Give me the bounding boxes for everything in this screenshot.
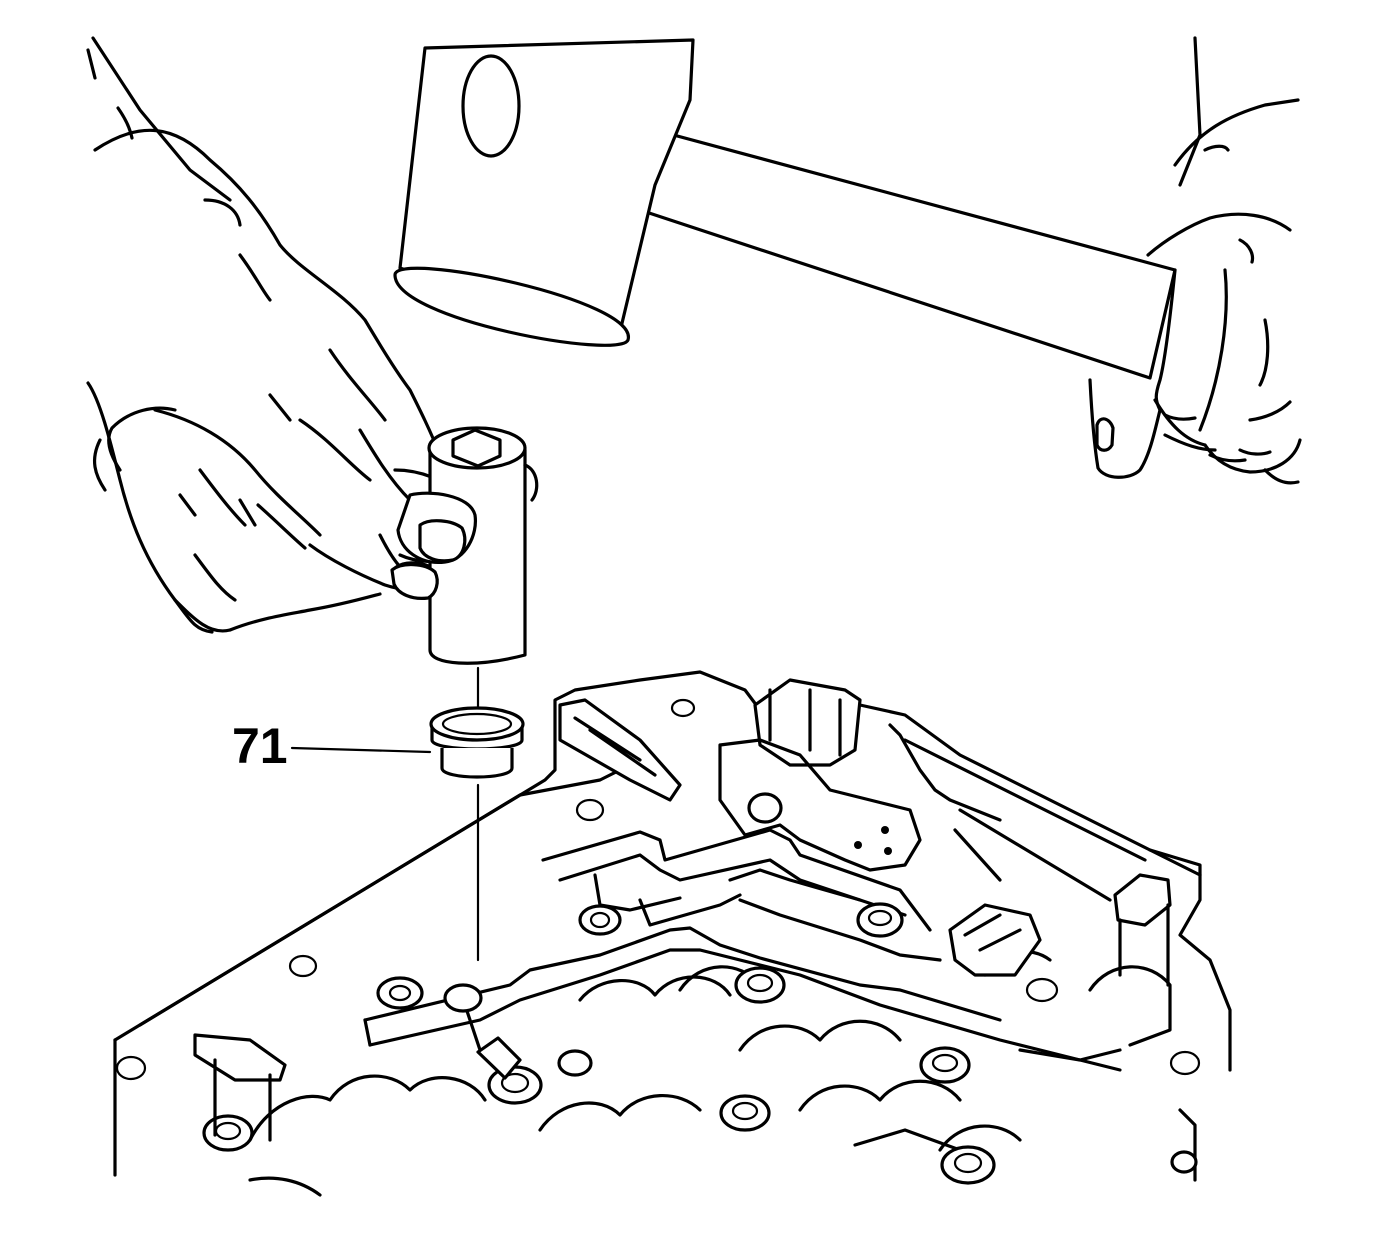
callout-label: 71 <box>232 718 288 774</box>
bushing-71 <box>429 666 525 962</box>
callout-leader-line <box>290 746 432 754</box>
installer-driver <box>390 426 539 665</box>
detent-lever <box>718 723 1112 902</box>
callout-71: 71 <box>232 718 432 774</box>
valve-body <box>113 670 1232 1197</box>
valve-spools <box>248 950 1172 1197</box>
mallet <box>393 38 1177 380</box>
connectors <box>193 678 1042 1142</box>
bolts <box>202 873 1198 1185</box>
right-hand <box>1088 36 1302 485</box>
